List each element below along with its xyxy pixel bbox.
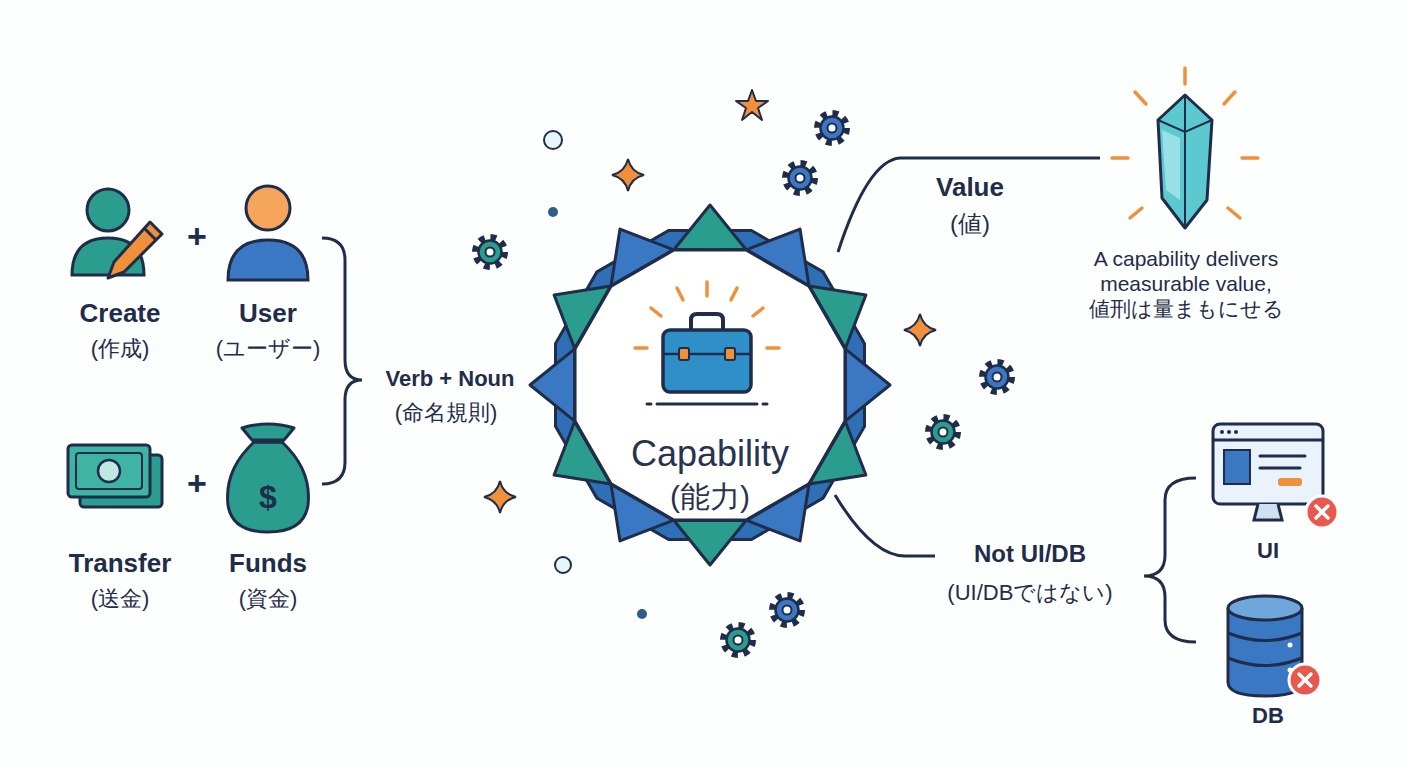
- text-label: (送金): [40, 586, 200, 612]
- text-label: UI: [1228, 538, 1308, 564]
- leader-line: [835, 495, 935, 556]
- money-icon: [68, 445, 162, 507]
- text-label: (命名規則): [356, 400, 536, 426]
- gem-icon: [1112, 68, 1258, 228]
- text-label: +: [177, 216, 217, 257]
- text-label: Not UI/DB: [930, 540, 1130, 569]
- user-icon: [228, 186, 308, 280]
- text-label: (資金): [188, 586, 348, 612]
- node-title: Capability: [550, 432, 870, 475]
- database-icon: [1228, 596, 1321, 696]
- text-label: Verb + Noun: [355, 366, 545, 392]
- leader-line: [838, 158, 1100, 252]
- capability-badge: [540, 200, 880, 570]
- monitor-icon: [1213, 424, 1338, 528]
- text-label: (UI/DBではない): [905, 580, 1155, 606]
- text-label: Funds: [188, 548, 348, 579]
- group-bracket: [322, 238, 362, 484]
- text-label: Value: [900, 172, 1040, 203]
- create-icon: [72, 189, 162, 278]
- decorations: [476, 90, 1011, 654]
- text-label: DB: [1228, 703, 1308, 729]
- text-label: User: [188, 298, 348, 329]
- text-label: (値): [910, 210, 1030, 239]
- money-bag-icon: [228, 424, 309, 532]
- capability-node: Capability (能力): [540, 200, 880, 570]
- text-label: A capability delivers measurable value, …: [1051, 246, 1321, 322]
- node-subtitle: (能力): [610, 479, 810, 515]
- text-label: $: [248, 478, 288, 516]
- text-label: +: [177, 463, 217, 504]
- text-label: Create: [40, 298, 200, 329]
- group-bracket: [1144, 478, 1196, 642]
- text-label: Transfer: [35, 548, 205, 579]
- text-label: (ユーザー): [183, 336, 353, 362]
- text-label: (作成): [40, 336, 200, 362]
